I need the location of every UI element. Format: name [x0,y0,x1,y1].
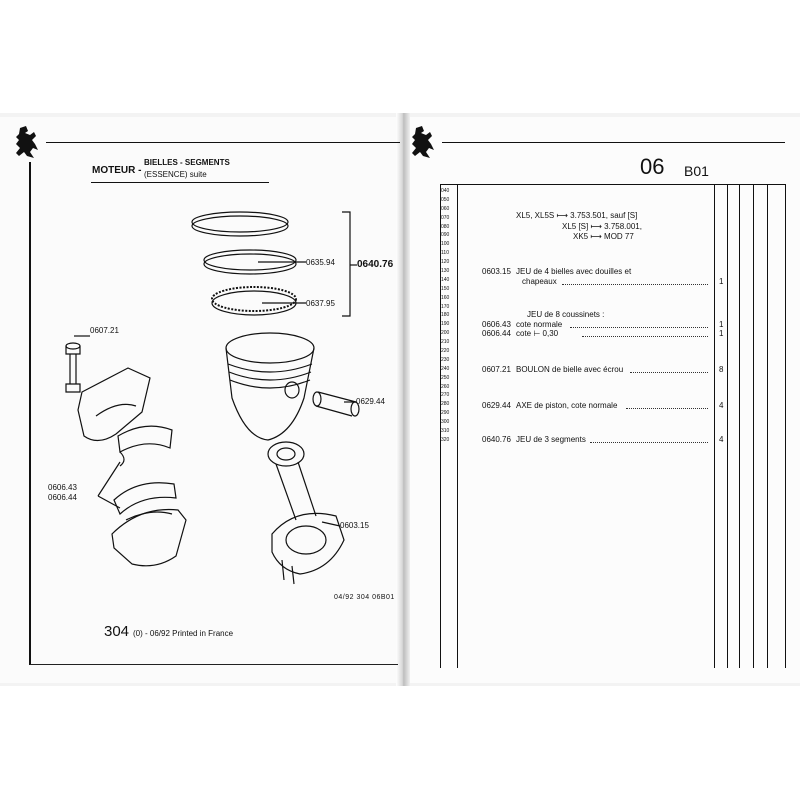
line-number: 170 [441,303,450,310]
group-number: 06 [640,154,665,179]
callout-0607-21: 0607.21 [90,326,119,335]
line-number: 250 [441,374,450,381]
leader-dots [570,327,708,328]
line-number: 120 [441,259,450,266]
line-number: 130 [441,268,450,275]
line-number: 190 [441,321,450,328]
part-ref: 0603.15 [482,267,511,276]
line-number: 080 [441,223,450,230]
callout-0606-44: 0606.44 [48,493,77,502]
part-qty: 1 [719,320,724,329]
footer-model-number: 304 [104,623,130,640]
page-gutter [396,113,410,686]
part-qty: 4 [719,435,724,444]
line-number: 160 [441,294,450,301]
right-page [404,117,800,683]
callout-0603-15: 0603.15 [340,521,369,530]
callout-0606-43: 0606.43 [48,483,77,492]
applicability-line-2: XL5 [S] ⟼ 3.758.001, [562,222,642,231]
part-description: JEU de 3 segments [516,435,586,444]
part-ref: 0606.43 [482,320,511,329]
section-heading: MOTEUR - [92,165,142,176]
applicability-line-3: XK5 ⟼ MOD 77 [573,232,634,241]
left-page [0,117,400,683]
table-left-rule [440,184,441,668]
left-bottom-rule [30,664,398,665]
line-number: 290 [441,410,450,417]
line-number: 100 [441,241,450,248]
line-number: 300 [441,419,450,426]
line-number-column: 040 050 060 070 080 090 100 110 120 130 … [441,189,457,447]
column-rule-3 [739,184,740,668]
oil-control-ring [211,286,297,312]
part-description-cont: chapeaux [522,277,557,286]
line-number: 230 [441,356,450,363]
line-number: 260 [441,383,450,390]
part-description: AXE de piston, cote normale [516,401,618,410]
part-ref: 0640.76 [482,435,511,444]
part-qty: 1 [719,277,724,286]
leader-dots [626,408,708,409]
line-number: 220 [441,348,450,355]
leader-dots [582,336,708,337]
line-number: 140 [441,276,450,283]
title-underline [91,182,269,183]
column-rule-4 [753,184,754,668]
title-line-2: (ESSENCE) suite [144,170,207,179]
leader-dots [630,372,708,373]
left-page-margin-rule [29,162,31,665]
callout-0635-94: 0635.94 [306,258,335,267]
part-qty: 8 [719,365,724,374]
column-rule-2 [727,184,728,668]
line-number: 180 [441,312,450,319]
footer-reference: 04/92 304 06B01 [334,594,395,601]
title-line-1: BIELLES - SEGMENTS [144,158,230,167]
table-top-rule [440,184,786,185]
qty-column-rule [714,184,715,668]
line-number: 200 [441,330,450,337]
part-description: cote ⊢ 0,30 [516,329,559,338]
callout-0637-95: 0637.95 [306,299,335,308]
leader-dots [590,442,708,443]
line-number: 040 [441,188,450,194]
part-qty: 4 [719,401,724,410]
line-number: 320 [441,436,450,443]
part-group-heading: JEU de 8 coussinets : [527,310,605,319]
line-number: 060 [441,205,450,212]
line-number: 240 [441,365,450,372]
callout-0640-76: 0640.76 [357,259,394,270]
line-number: 210 [441,339,450,346]
part-qty: 1 [719,329,724,338]
piston-ring-middle [203,249,297,271]
line-number: 150 [441,285,450,292]
part-description: BOULON de bielle avec écrou [516,365,624,374]
line-number: 270 [441,392,450,399]
line-number: 070 [441,214,450,221]
peugeot-lion-logo-right [412,126,434,158]
footer-print-info: (0) - 06/92 Printed in France [133,629,234,638]
line-number: 310 [441,428,450,435]
piston-ring-top [191,211,289,233]
part-ref: 0629.44 [482,401,511,410]
line-number-column-rule [457,184,458,668]
leader-dots [562,284,708,285]
line-number: 110 [441,250,449,257]
part-ref: 0607.21 [482,365,511,374]
part-ref: 0606.44 [482,329,511,338]
subgroup-number: B01 [684,163,709,179]
exploded-parts-diagram [65,211,360,585]
part-description: cote normale [516,320,563,329]
peugeot-lion-logo [16,126,38,158]
part-description: JEU de 4 bielles avec douilles et [516,267,632,276]
left-header-rule [46,142,400,143]
applicability-line-1: XL5, XL5S ⟼ 3.753.501, sauf [S] [516,211,638,220]
right-header-rule [442,142,785,143]
column-rule-5 [767,184,768,668]
table-right-rule [785,184,786,668]
line-number: 050 [441,196,450,203]
line-number: 090 [441,232,450,239]
callout-0629-44: 0629.44 [356,397,385,406]
line-number: 280 [441,401,450,408]
